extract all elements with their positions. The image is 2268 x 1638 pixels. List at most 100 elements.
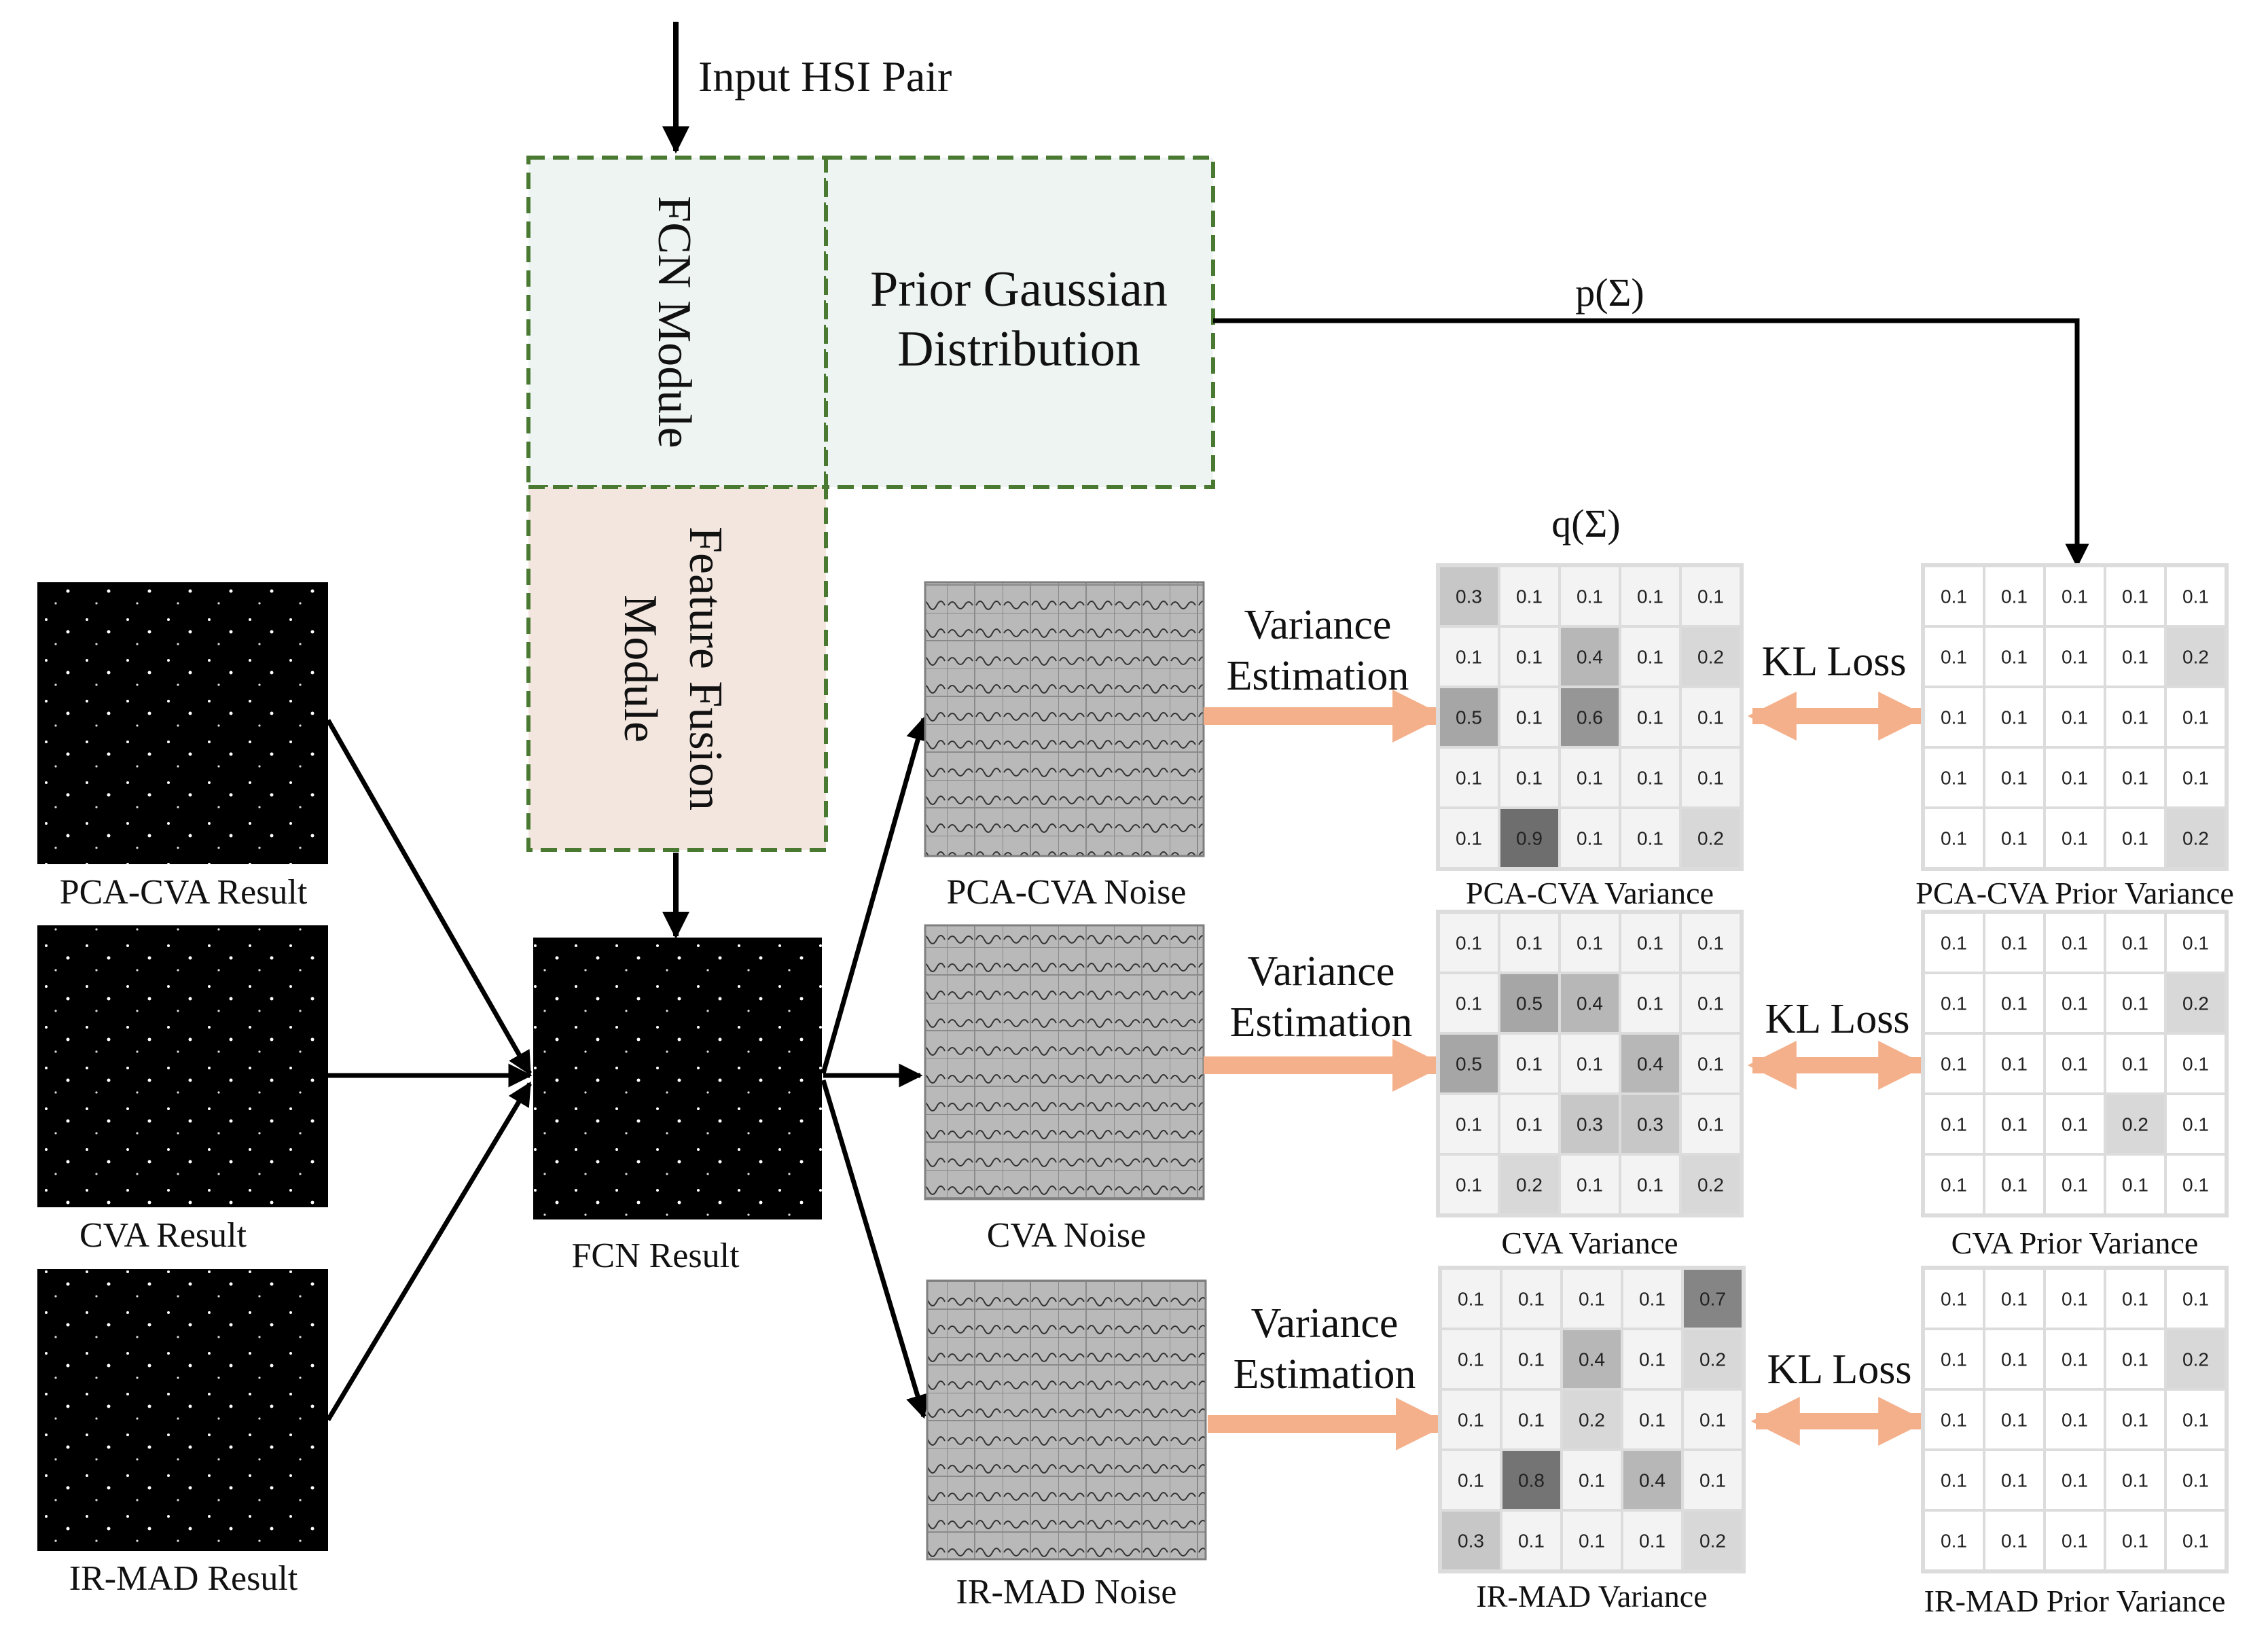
grid-cell — [1985, 809, 2043, 867]
grid-cell-value: 0.1 — [2001, 1289, 2028, 1310]
feature-fusion-label-line1: Feature Fusion — [679, 527, 732, 811]
grid-cell — [2167, 1330, 2225, 1388]
grid-cell-value: 0.1 — [1458, 1410, 1484, 1431]
grid-cell-value: 0.1 — [2062, 993, 2088, 1014]
grid-cell — [2106, 567, 2164, 625]
grid-cell — [1925, 914, 1983, 972]
grid-cell — [1621, 749, 1679, 806]
grid-cell-value: 0.1 — [1941, 707, 1967, 728]
grid-cell — [1442, 1330, 1500, 1388]
grid-cell-value: 0.1 — [2001, 1531, 2028, 1552]
grid-cell-value: 0.1 — [1456, 1175, 1482, 1196]
grid-cell-value: 0.1 — [2122, 933, 2148, 954]
grid-cell — [1561, 1035, 1619, 1092]
grid-cell-value: 0.1 — [2182, 1175, 2209, 1196]
grid-cell — [1500, 914, 1558, 972]
noise-map — [924, 581, 1205, 857]
grid-cell-value: 0.4 — [1577, 993, 1603, 1014]
grid-cell-value: 0.1 — [1577, 933, 1603, 954]
grid-cell-value: 0.1 — [1637, 707, 1663, 728]
fcn-module-label: FCN Module — [648, 196, 700, 448]
grid-cell — [1621, 914, 1679, 972]
grid-cell — [1985, 974, 2043, 1032]
grid-cell-value: 0.1 — [2062, 768, 2088, 789]
grid-cell-value: 0.1 — [2122, 586, 2148, 607]
grid-cell-value: 0.1 — [1577, 768, 1603, 789]
input-group: Input HSI Pair — [662, 22, 952, 154]
grid-cell — [1561, 914, 1619, 972]
grid-cell — [1925, 628, 1983, 686]
grid-cell — [1563, 1391, 1621, 1448]
grid-cell-value: 0.1 — [1697, 586, 1724, 607]
grid-cell — [2046, 1095, 2104, 1153]
grid-cell-value: 0.1 — [2062, 1175, 2088, 1196]
grid-cell — [2167, 1512, 2225, 1569]
grid-cell — [2106, 1095, 2164, 1153]
variance-estimation-label-line2: Estimation — [1227, 653, 1409, 699]
grid-cell-value: 0.1 — [1516, 1054, 1543, 1075]
grid-cell-value: 0.1 — [1637, 647, 1663, 668]
grid-cell — [1682, 1035, 1740, 1092]
grid-cell — [1440, 809, 1498, 867]
grid-cell-value: 0.1 — [2001, 1349, 2028, 1370]
kl-loss-label: KL Loss — [1762, 639, 1907, 685]
grid-cell — [2046, 688, 2104, 746]
grid-cell-value: 0.3 — [1456, 586, 1482, 607]
grid-cell-value: 0.1 — [2122, 1349, 2148, 1370]
grid-cell-value: 0.1 — [2182, 586, 2209, 607]
grid-cell-value: 0.9 — [1516, 828, 1543, 849]
grid-cell-value: 0.1 — [2062, 933, 2088, 954]
grid-cell-value: 0.1 — [2062, 828, 2088, 849]
grid-cell — [1621, 628, 1679, 686]
grid-cell — [1561, 809, 1619, 867]
result-to-fcn-arrow — [325, 1081, 533, 1421]
grid-cell-value: 0.1 — [2122, 1410, 2148, 1431]
grid-cell — [1985, 1035, 2043, 1092]
grid-cell — [2106, 1512, 2164, 1569]
result-label: PCA-CVA Result — [60, 873, 308, 912]
p-sigma-arrow — [1213, 318, 2089, 568]
fcn-to-noise-arrow — [821, 1079, 929, 1419]
grid-cell-value: 0.1 — [2122, 993, 2148, 1014]
grid-cell — [1985, 1330, 2043, 1388]
grid-cell-value: 0.1 — [1456, 933, 1482, 954]
noise-label: CVA Noise — [987, 1216, 1147, 1255]
grid-cell — [1500, 1095, 1558, 1153]
grid-cell-value: 0.1 — [1577, 586, 1603, 607]
grid-cell-value: 0.1 — [2182, 1410, 2209, 1431]
grid-cell — [1561, 1156, 1619, 1213]
variance-estimation-label-line2: Estimation — [1230, 999, 1413, 1046]
grid-cell — [1623, 1451, 1681, 1509]
grid-cell — [2106, 1451, 2164, 1509]
grid-cell — [1502, 1451, 1560, 1509]
grid-cell — [1442, 1512, 1500, 1569]
grid-cell — [2106, 1156, 2164, 1213]
fcn-module-box: FCN Module — [526, 156, 828, 489]
grid-cell-value: 0.1 — [1516, 586, 1543, 607]
grid-cell-value: 0.1 — [1941, 1349, 1967, 1370]
grid-cell-value: 0.1 — [1518, 1410, 1545, 1431]
grid-cell-value: 0.1 — [1579, 1470, 1605, 1491]
grid-cell-value: 0.3 — [1637, 1114, 1663, 1135]
grid-cell-value: 0.1 — [1637, 828, 1663, 849]
result-label: CVA Result — [79, 1216, 247, 1255]
grid-cell — [1440, 567, 1498, 625]
grid-cell — [1682, 567, 1740, 625]
grid-cell-value: 0.1 — [2062, 1410, 2088, 1431]
grid-cell — [1682, 749, 1740, 806]
grid-cell-value: 0.1 — [1456, 768, 1482, 789]
grid-cell-value: 0.1 — [2001, 933, 2028, 954]
grid-cell — [1442, 1391, 1500, 1448]
grid-cell — [1621, 1156, 1679, 1213]
grid-cell — [2046, 1512, 2104, 1569]
grid-cell — [1502, 1270, 1560, 1328]
grid-cell-value: 0.8 — [1518, 1470, 1545, 1491]
grid-cell — [2167, 688, 2225, 746]
grid-cell-value: 0.1 — [2062, 1531, 2088, 1552]
prior-grid-label: CVA Prior Variance — [1951, 1226, 2199, 1260]
grid-cell — [1440, 1095, 1498, 1153]
noise-map — [924, 924, 1205, 1200]
fcn-result-image — [533, 938, 822, 1219]
